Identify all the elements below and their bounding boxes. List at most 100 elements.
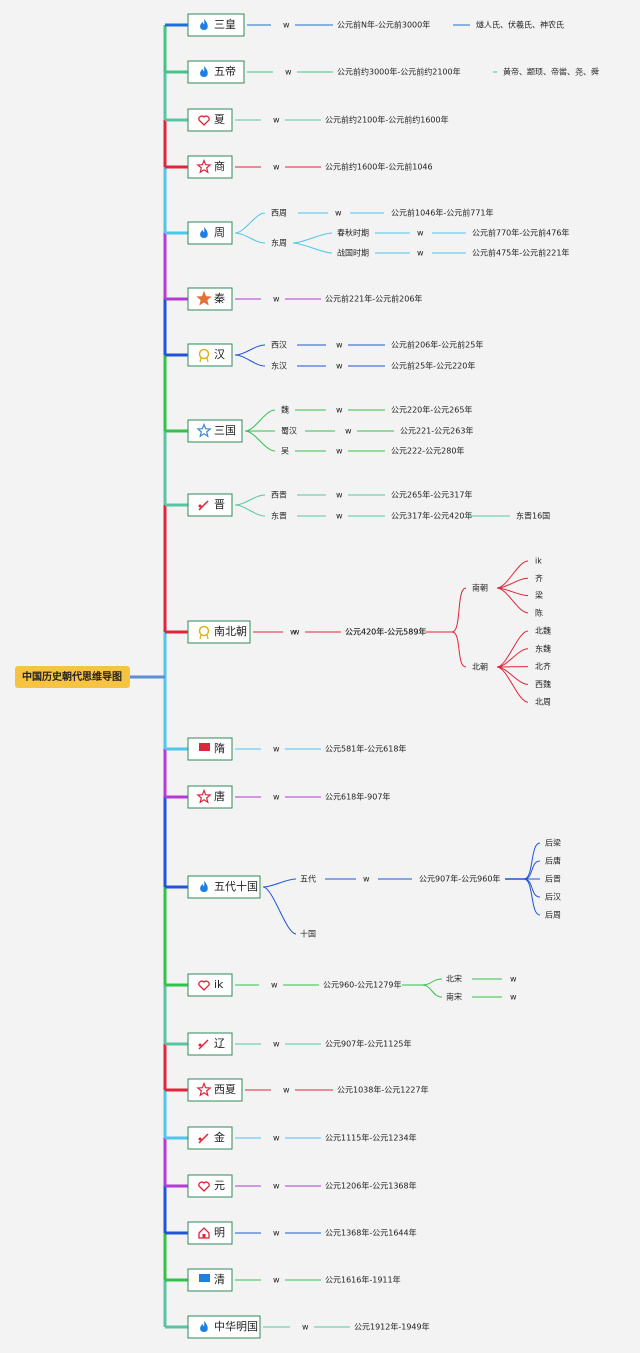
extra-label: 黄帝、颛顼、帝喾、尧、舜 <box>503 67 599 77</box>
sub-label: 北宋 <box>446 974 462 984</box>
dynasty-node[interactable] <box>187 1315 261 1339</box>
w-label: w <box>273 1276 280 1285</box>
connector-line <box>421 978 443 986</box>
flame-icon <box>200 227 208 238</box>
dynasty-label: 五帝 <box>214 64 236 78</box>
sub-item-label: 西魏 <box>535 679 551 689</box>
dynasty-label: 夏 <box>214 113 225 126</box>
period-label: 公元前约3000年-公元前约2100年 <box>337 67 461 77</box>
connector-line <box>523 842 541 880</box>
dynasty-node[interactable] <box>187 1221 233 1245</box>
sub-item-label: 后梁 <box>545 838 561 848</box>
medal-icon <box>198 625 210 640</box>
house-icon <box>198 1227 210 1239</box>
extra-label: 东晋16国 <box>516 511 550 521</box>
dynasty-node[interactable] <box>187 221 233 245</box>
connector-line <box>523 878 541 916</box>
dynasty-label: 三皇 <box>214 17 236 31</box>
sub-label: 南宋 <box>446 992 462 1002</box>
w-label: w <box>336 362 343 371</box>
sub-label: 战国时期 <box>337 248 369 258</box>
connector-line <box>234 344 266 356</box>
period-label: 公元581年-公元618年 <box>325 744 406 754</box>
sub-item-label: 后汉 <box>545 892 561 902</box>
sub-item-label: 齐 <box>535 573 543 583</box>
dynasty-node[interactable] <box>187 1078 243 1102</box>
period-label: 公元1616年-1911年 <box>325 1275 401 1285</box>
sub-label: 五代 <box>300 874 316 884</box>
w-label: w <box>302 1323 309 1332</box>
star-filled-icon <box>196 290 212 306</box>
sub-label: 西晋 <box>271 491 287 500</box>
sub-label: 西汉 <box>271 341 287 350</box>
sub-item-label: 后唐 <box>545 856 561 866</box>
period-label: 公元前N年-公元前3000年 <box>337 20 430 30</box>
brush-icon <box>198 1133 209 1144</box>
flag-icon <box>199 1274 210 1286</box>
dynasty-node[interactable] <box>187 875 261 899</box>
dynasty-node[interactable] <box>187 108 233 132</box>
dynasty-node[interactable] <box>187 13 245 37</box>
dynasty-node[interactable] <box>187 343 233 367</box>
dynasty-label: 周 <box>214 226 225 239</box>
connector-line <box>523 860 541 880</box>
connector-line <box>496 648 529 668</box>
star-outline-icon <box>196 1081 212 1097</box>
dynasty-node[interactable] <box>187 287 233 311</box>
sub-item-label: 北齐 <box>535 661 551 671</box>
dynasty-label: 元 <box>214 1179 225 1192</box>
period-label: 公元220年-公元265年 <box>391 405 472 415</box>
w-label: w <box>345 427 352 436</box>
w-label: w <box>273 1040 280 1049</box>
sub-label: 春秋时期 <box>337 228 369 238</box>
dynasty-node[interactable] <box>187 1174 233 1198</box>
star-outline-icon <box>196 788 212 804</box>
flame-icon <box>200 1321 208 1332</box>
sub-label: 蜀汉 <box>281 427 297 436</box>
sub-label: 东汉 <box>271 361 287 371</box>
star-outline-icon <box>196 422 212 438</box>
w-label: w <box>285 68 292 77</box>
dynasty-label: 五代十国 <box>214 879 258 893</box>
period-label: 公元420年-公元589年 <box>345 627 426 637</box>
w-label: w <box>273 793 280 802</box>
group-label: 北朝 <box>472 663 488 672</box>
dynasty-label: 明 <box>214 1226 225 1239</box>
connector-line <box>234 232 266 244</box>
heart-icon <box>198 1181 210 1192</box>
flag-icon <box>199 743 210 755</box>
dynasty-node[interactable] <box>187 60 245 84</box>
w-label: w <box>417 249 424 258</box>
root-node[interactable] <box>15 666 130 688</box>
dynasty-node[interactable] <box>187 1032 233 1056</box>
connector-line <box>292 242 333 254</box>
w-label: w <box>271 981 278 990</box>
sub-item-label: 梁 <box>535 591 543 600</box>
dynasty-node[interactable] <box>187 1126 233 1150</box>
group-label: 南朝 <box>472 583 488 593</box>
dynasty-node[interactable] <box>187 493 233 517</box>
sub-item-label: 东魏 <box>535 643 551 653</box>
w-label: w <box>417 229 424 238</box>
heart-icon <box>198 980 210 991</box>
period-label: 公元1038年-公元1227年 <box>337 1085 429 1095</box>
period-label: 公元前475年-公元前221年 <box>472 248 569 258</box>
dynasty-node[interactable] <box>187 419 243 443</box>
dynasty-node[interactable] <box>187 973 233 997</box>
sub-item-label: 后周 <box>545 910 561 920</box>
w-label: w <box>273 1134 280 1143</box>
period-label: 公元前770年-公元前476年 <box>472 228 569 238</box>
period-label: 公元前约2100年-公元前约1600年 <box>325 115 449 125</box>
period-label: 公元1912年-1949年 <box>354 1322 430 1332</box>
period-label: 公元907年-公元1125年 <box>325 1039 412 1049</box>
w-label: w <box>273 116 280 125</box>
connector-line <box>244 430 276 452</box>
w-label: w <box>336 341 343 350</box>
dynasty-node[interactable] <box>187 155 233 179</box>
sub-item-label: 陈 <box>535 607 543 617</box>
connector-line <box>496 560 529 589</box>
dynasty-node[interactable] <box>187 785 233 809</box>
w-label: w <box>293 628 300 637</box>
connector-line <box>234 494 266 506</box>
